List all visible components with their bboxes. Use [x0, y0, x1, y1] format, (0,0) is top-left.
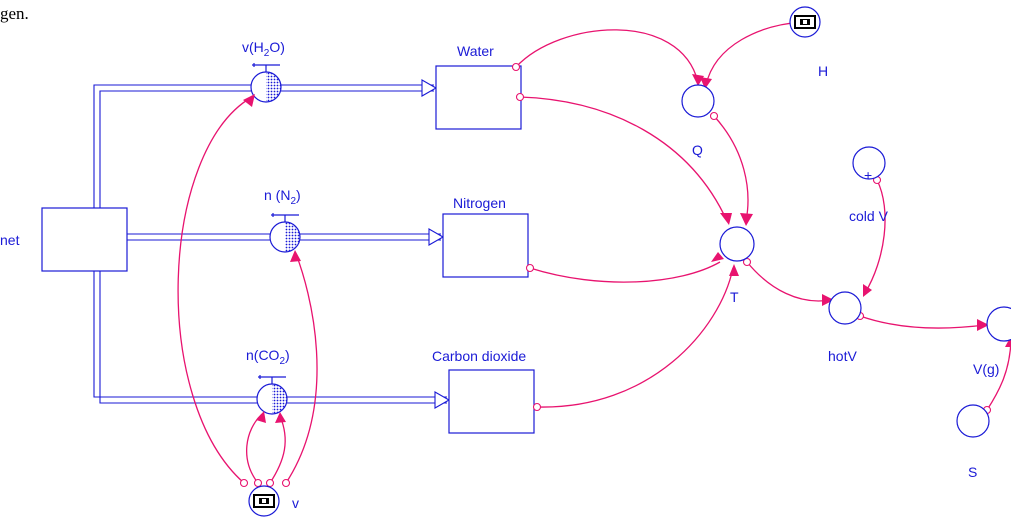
flow-valve-icon: [272, 384, 287, 414]
converter-s-label: S: [968, 464, 977, 480]
connectors: [177, 17, 1011, 488]
stock-nitrogen[interactable]: Nitrogen: [442, 195, 529, 278]
stock-net-label: net: [0, 232, 20, 248]
converter-cold-v-label: cold V: [849, 208, 889, 224]
flow-arrowhead-nitrogen: [428, 228, 445, 246]
ghost-converter-icon: +: [864, 167, 872, 183]
converter-t-label: T: [730, 289, 739, 305]
converter-h-label: H: [818, 63, 828, 79]
flow-carbon-dioxide[interactable]: n(CO2): [246, 347, 290, 415]
flow-arrowhead-co2: [434, 391, 451, 409]
converter-h[interactable]: H: [789, 6, 828, 79]
converter-q[interactable]: Q: [681, 84, 715, 158]
converter-cold-v[interactable]: + cold V: [849, 146, 889, 224]
converter-q-label: Q: [692, 142, 703, 158]
stock-carbon-dioxide[interactable]: Carbon dioxide: [432, 348, 535, 434]
flow-valve-icon: [285, 222, 300, 252]
converter-v-gas-label: V(g): [973, 361, 999, 377]
converter-hotv-label: hotV: [828, 348, 857, 364]
flow-water-label: v(H2O): [242, 39, 285, 59]
converter-t[interactable]: T: [719, 226, 755, 305]
stock-water[interactable]: Water: [435, 43, 522, 130]
stock-nitrogen-label: Nitrogen: [453, 195, 506, 211]
stock-water-label: Water: [457, 43, 494, 59]
flow-valve-icon: [266, 72, 281, 102]
converter-v-gas[interactable]: V(g): [973, 306, 1011, 377]
graphical-function-icon: [253, 494, 275, 508]
stock-carbon-dioxide-label: Carbon dioxide: [432, 348, 526, 364]
flow-pipes: [93, 79, 451, 409]
flow-carbon-dioxide-label: n(CO2): [246, 347, 290, 367]
caption-fragment: gen.: [0, 4, 29, 23]
graphical-function-icon: [794, 15, 816, 29]
converter-v[interactable]: v: [248, 485, 299, 517]
flow-arrowhead-water: [421, 79, 438, 97]
flow-water[interactable]: v(H2O): [242, 39, 285, 103]
converter-hotv[interactable]: hotV: [828, 291, 862, 364]
converter-s[interactable]: S: [956, 404, 990, 480]
stock-net[interactable]: net: [0, 207, 128, 272]
flow-nitrogen[interactable]: n (N2): [264, 187, 301, 253]
converter-v-label: v: [292, 495, 299, 511]
flow-nitrogen-label: n (N2): [264, 187, 301, 207]
